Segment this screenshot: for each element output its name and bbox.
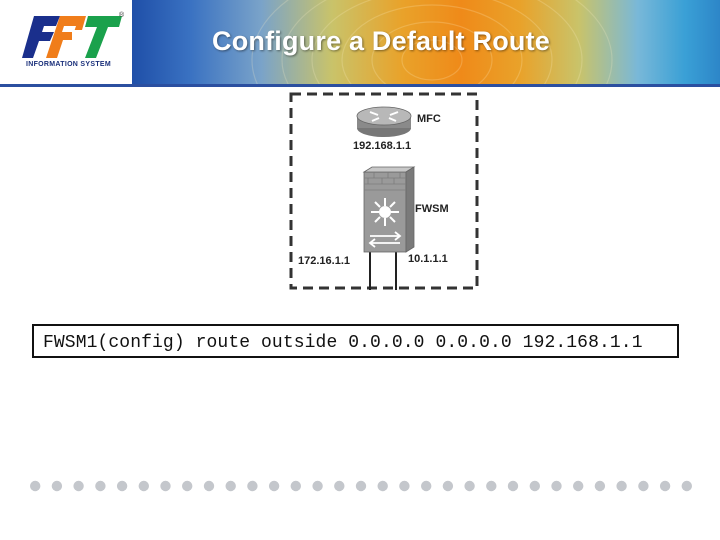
footer-dot: [529, 480, 540, 492]
footer-dot: [507, 480, 519, 492]
footer-dot: [486, 480, 497, 492]
inside-ip: 10.1.1.1: [408, 253, 448, 265]
footer-dot: [116, 480, 128, 492]
slide-header: INFORMATION SYSTEM ® Configure a Default…: [0, 0, 720, 84]
footer-dot: [51, 480, 63, 492]
footer-dot: [225, 480, 236, 492]
header-banner: [132, 0, 720, 84]
footer-dot: [681, 480, 692, 492]
router-ip: 192.168.1.1: [353, 140, 412, 152]
slide-title: Configure a Default Route: [212, 26, 551, 56]
footer-dot: [616, 480, 627, 492]
footer-dot: [638, 480, 649, 492]
footer-dot: [247, 480, 258, 492]
footer-dot: [268, 480, 280, 492]
firewall-label: FWSM: [415, 203, 449, 215]
command-box: FWSM1(config) route outside 0.0.0.0 0.0.…: [32, 324, 679, 358]
registered-mark: ®: [119, 12, 125, 19]
footer-dots: [30, 480, 692, 492]
footer-dot: [464, 480, 475, 492]
firewall-icon: [362, 166, 416, 253]
footer-dot: [138, 480, 149, 492]
banner-texture: [251, 0, 613, 84]
header-rule: [0, 84, 720, 87]
footer-dot: [573, 480, 584, 492]
footer-dot: [334, 480, 345, 492]
footer-dot: [551, 480, 562, 492]
router-label: MFC: [417, 113, 441, 125]
footer-dot: [355, 480, 367, 492]
outside-ip: 172.16.1.1: [298, 255, 350, 267]
footer-dot: [377, 480, 388, 492]
footer-dot: [421, 480, 432, 492]
footer-dot: [160, 480, 171, 492]
network-diagram: MFC 192.168.1.1 FWSM 172.16.1.1 10.1.1.1: [288, 90, 480, 290]
fpt-logo-icon: [22, 16, 122, 58]
footer-dot: [95, 480, 106, 492]
router-icon: [356, 106, 412, 137]
footer-dot: [659, 480, 671, 492]
command-text: FWSM1(config) route outside 0.0.0.0 0.0.…: [43, 333, 643, 353]
footer-dot: [290, 480, 301, 492]
logo-subtitle: INFORMATION SYSTEM: [26, 61, 111, 68]
footer-dot: [594, 480, 606, 492]
logo-area: INFORMATION SYSTEM ®: [0, 0, 132, 84]
footer-dot: [312, 480, 323, 492]
dashed-boundary: [289, 92, 479, 290]
footer-dot: [442, 480, 454, 492]
footer-dot: [182, 480, 193, 492]
footer-dot: [399, 480, 410, 492]
footer-dot: [203, 480, 215, 492]
footer-dot: [73, 480, 84, 492]
diagram-canvas: [289, 92, 479, 290]
footer-dot: [30, 480, 41, 492]
